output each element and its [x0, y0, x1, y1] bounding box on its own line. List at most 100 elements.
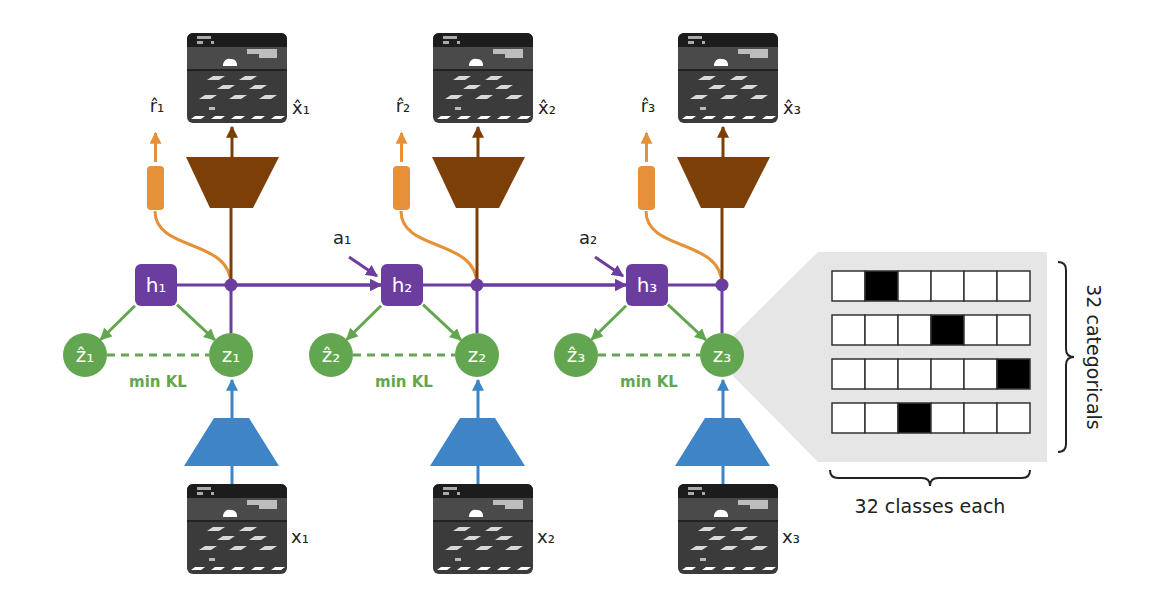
input-label: x₂ [537, 527, 555, 547]
class-cell [898, 359, 931, 389]
class-cell [865, 403, 898, 433]
class-cell [931, 359, 964, 389]
brace-label: 32 categoricals [1084, 284, 1105, 430]
class-cell [964, 359, 997, 389]
node-outline [381, 264, 423, 306]
edge-label: min KL [129, 373, 187, 391]
junction-dot [471, 279, 484, 292]
kl-link [353, 354, 455, 357]
class-cell [898, 315, 931, 345]
class-cell [832, 271, 865, 301]
input-label: x₃ [782, 527, 800, 547]
state-transition-arrow [668, 305, 706, 340]
action-label: a₁ [333, 228, 351, 248]
categorical-row [832, 403, 1030, 433]
node-outline [626, 264, 668, 306]
node-outline [135, 264, 177, 306]
state-circle [700, 333, 744, 377]
state-transition-arrow [177, 305, 215, 340]
class-cell [832, 403, 865, 433]
node-text: z₁ [222, 345, 241, 365]
kl-link [598, 354, 700, 357]
class-cell [997, 271, 1030, 301]
state-wire [668, 284, 722, 287]
class-cell [997, 315, 1030, 345]
node-text: h₂ [392, 275, 413, 295]
class-cell [865, 359, 898, 389]
categorical-row [832, 315, 1030, 345]
node-outline [700, 333, 744, 377]
action-label: a₂ [579, 228, 597, 248]
prior-state-circle: ẑ₁ [63, 333, 107, 377]
reconstruction-label: x̂₃ [783, 98, 801, 118]
state-circle [63, 333, 107, 377]
node-text: ẑ₂ [322, 345, 341, 365]
curly-brace [830, 470, 1030, 486]
edge-label: min KL [375, 373, 433, 391]
class-cell [964, 403, 997, 433]
reward-label: r̂₂ [396, 96, 411, 116]
state-transition-arrow [592, 306, 626, 340]
class-cell [997, 403, 1030, 433]
action-arrow [595, 257, 623, 276]
node-text: z₃ [713, 345, 732, 365]
class-cell-active [997, 359, 1030, 389]
state-box [626, 264, 668, 306]
posterior-state-circle: z₂ [455, 333, 499, 377]
time-step-column [393, 33, 533, 574]
class-cell [964, 271, 997, 301]
state-circle [209, 333, 253, 377]
node-text: h₃ [637, 275, 658, 295]
deterministic-state-box: h₃ [626, 264, 668, 306]
kl-link [107, 354, 209, 357]
class-cell [832, 359, 865, 389]
time-step-column [147, 33, 287, 574]
class-cell [931, 271, 964, 301]
junction-dot [716, 279, 729, 292]
class-cell-active [931, 315, 964, 345]
class-cell-active [865, 271, 898, 301]
brace-label: 32 classes each [855, 496, 1006, 517]
posterior-state-circle: z₁ [209, 333, 253, 377]
class-cell-active [898, 403, 931, 433]
node-outline [554, 333, 598, 377]
state-circle [554, 333, 598, 377]
categorical-grid [832, 271, 1030, 433]
time-step-column [638, 33, 778, 574]
zoom-panel [818, 252, 1047, 462]
node-outline [309, 333, 353, 377]
edge-label: min KL [620, 373, 678, 391]
reconstruction-label: x̂₁ [292, 98, 310, 118]
class-cell [964, 315, 997, 345]
deterministic-state-box: h₂ [381, 264, 423, 306]
class-cell [865, 315, 898, 345]
node-text: ẑ₁ [76, 345, 95, 365]
state-wire [721, 285, 724, 333]
zoom-callout [733, 252, 1047, 462]
prior-state-circle: ẑ₃ [554, 333, 598, 377]
input-label: x₁ [291, 527, 309, 547]
class-cell [832, 315, 865, 345]
state-transition-arrow [423, 305, 461, 340]
node-outline [63, 333, 107, 377]
action-arrow [349, 257, 377, 276]
state-box [381, 264, 423, 306]
junction-dot [225, 279, 238, 292]
categorical-row [832, 359, 1030, 389]
class-cell [898, 271, 931, 301]
state-circle [309, 333, 353, 377]
state-box [135, 264, 177, 306]
curly-brace [1058, 262, 1074, 452]
node-text: z₂ [468, 345, 487, 365]
node-text: ẑ₃ [567, 345, 586, 365]
state-transition-arrow [101, 306, 135, 340]
reward-label: r̂₃ [641, 96, 656, 116]
state-transition-arrow [347, 306, 381, 340]
node-text: h₁ [146, 275, 167, 295]
deterministic-state-box: h₁ [135, 264, 177, 306]
